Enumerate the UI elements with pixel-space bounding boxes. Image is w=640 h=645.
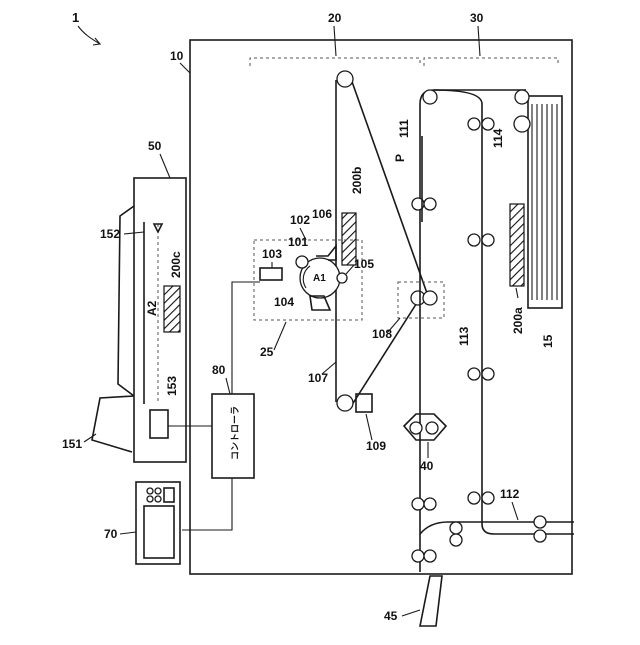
path-111-roller-3b [424, 550, 436, 562]
document-feeder [92, 396, 134, 452]
label-operation-panel: 70 [104, 527, 118, 541]
label-paper: P [393, 154, 407, 162]
scanner-sensor-153 [150, 410, 168, 438]
belt-leader [322, 362, 336, 374]
label-feed-tray: 15 [541, 334, 555, 348]
label-unit-109: 109 [366, 439, 386, 453]
feed-roller-114 [514, 116, 530, 132]
scanner-section-leader [334, 26, 336, 56]
main-body-leader [180, 63, 190, 73]
belt-top-roller [337, 71, 353, 87]
transfer-roller [337, 273, 347, 283]
controller-leader [226, 378, 230, 394]
panel-button-2[interactable] [155, 488, 161, 494]
fig-ref-leader [78, 26, 100, 44]
paper-path-112 [420, 522, 574, 534]
path-111-roller-3a [412, 550, 424, 562]
path-112-leader [512, 502, 518, 520]
transfer-roller-leader [346, 265, 354, 274]
label-path-113: 113 [457, 326, 471, 346]
path-113-roller-4b [482, 492, 494, 504]
label-nip-108: 108 [372, 327, 392, 341]
path-113-roller-2b [482, 234, 494, 246]
pattern-200c [164, 286, 180, 332]
label-main-body: 10 [170, 49, 184, 63]
label-sensor-153: 153 [165, 376, 179, 396]
label-cleaner: 106 [312, 207, 332, 221]
path-112-roller-c [534, 516, 546, 528]
label-doc-feeder: 151 [62, 437, 82, 451]
exit-tray [420, 576, 442, 626]
return-path-113-top [434, 90, 482, 104]
label-platen: 152 [100, 227, 120, 241]
label-rotation-a1: A1 [313, 273, 326, 284]
path-111-roller-1b [424, 198, 436, 210]
path-113-roller-2a [468, 234, 480, 246]
path-111-roller-top [423, 90, 437, 104]
label-path-112: 112 [500, 487, 520, 501]
fixing-roller-a [410, 422, 422, 434]
label-pattern-200b: 200b [350, 167, 364, 194]
label-exit-tray: 45 [384, 609, 398, 623]
scanner-section-brace [250, 58, 420, 66]
operation-panel-leader [120, 532, 136, 534]
label-print-section: 30 [470, 11, 484, 25]
fixing-roller-b [426, 422, 438, 434]
print-section-brace [424, 58, 558, 66]
label-transfer-roller: 105 [354, 257, 374, 271]
label-developer: 104 [274, 295, 294, 309]
panel-button-4[interactable] [155, 496, 161, 502]
feed-tray-sheets [532, 104, 557, 300]
label-roller-114: 114 [491, 128, 505, 148]
path-111-roller-2a [412, 498, 424, 510]
unit-109-leader [366, 414, 372, 440]
label-direction-a2: A2 [145, 300, 159, 316]
path-112-roller-a [450, 522, 462, 534]
path-112-roller-d [534, 530, 546, 542]
scanner-leader [160, 154, 170, 178]
path-111-roller-2b [424, 498, 436, 510]
label-exposure: 103 [262, 247, 282, 261]
belt-lower-edge [350, 298, 420, 408]
label-belt: 107 [308, 371, 328, 385]
panel-button-1[interactable] [147, 488, 153, 494]
label-pattern-200a: 200a [511, 307, 525, 334]
scanner-document-tray [118, 206, 134, 396]
controller-exposure-wire [232, 282, 260, 394]
path-113-roller-3b [482, 368, 494, 380]
panel-button-3[interactable] [147, 496, 153, 502]
label-controller-text: コントローラ [230, 406, 240, 460]
unit-109 [356, 394, 372, 412]
label-fig-ref: 1 [72, 10, 79, 25]
path-113-roller-1b [482, 118, 494, 130]
label-charger: 102 [290, 213, 310, 227]
label-path-111: 111 [397, 119, 411, 138]
label-fixing-unit: 40 [420, 459, 434, 473]
feed-roller-top [515, 90, 529, 104]
label-scanner-section: 20 [328, 11, 342, 25]
label-controller: 80 [212, 363, 226, 377]
nip-roller-right [423, 291, 437, 305]
label-drum: 101 [288, 235, 308, 249]
exit-tray-leader [402, 610, 420, 616]
exposure-unit [260, 268, 282, 280]
belt-bottom-roller [337, 395, 353, 411]
charger-roller [296, 256, 308, 268]
label-pattern-200c: 200c [169, 251, 183, 278]
nip-108-leader [388, 318, 400, 332]
pattern-200a [510, 204, 524, 286]
path-113-roller-1a [468, 118, 480, 130]
path-113-roller-3a [468, 368, 480, 380]
path-113-roller-4a [468, 492, 480, 504]
label-scanner: 50 [148, 139, 162, 153]
pattern-200a-leader [516, 288, 518, 298]
print-section-leader [478, 26, 480, 56]
operation-panel-screen [144, 506, 174, 558]
image-unit-leader [274, 322, 286, 350]
path-112-roller-b [450, 534, 462, 546]
label-image-unit: 25 [260, 345, 274, 359]
panel-button-start[interactable] [164, 488, 174, 502]
